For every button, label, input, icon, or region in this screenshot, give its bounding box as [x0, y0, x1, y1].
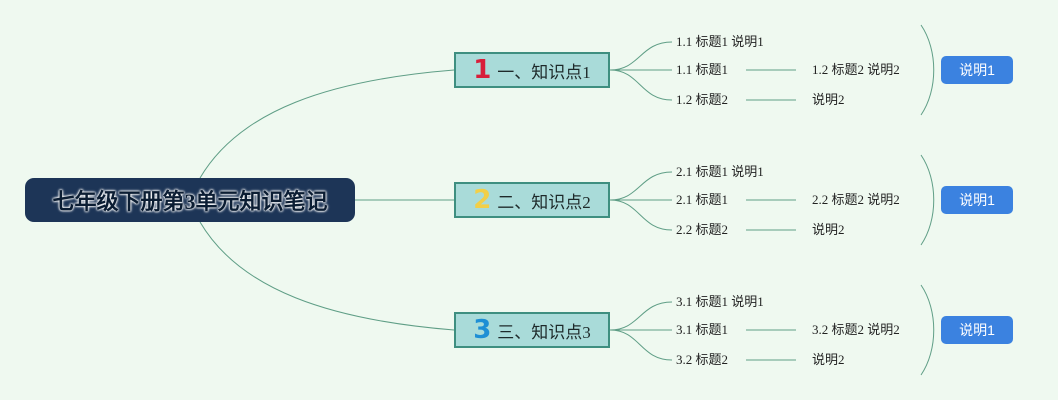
connector-root-topic1	[199, 69, 455, 179]
summary-label: 说明1	[959, 192, 995, 208]
topic1-item-1[interactable]: 1.1 标题1 说明1	[676, 34, 764, 49]
topic3-item-1[interactable]: 3.1 标题1 说明1	[676, 294, 764, 309]
topic-node-3[interactable]: 3 三、知识点3	[454, 312, 610, 348]
root-label: 七年级下册第3单元知识笔记	[52, 189, 328, 214]
topic1-summary-button[interactable]: 说明1	[941, 56, 1013, 84]
topic-label: 三、知识点3	[497, 322, 591, 342]
topic2-item-2[interactable]: 2.1 标题1	[676, 192, 729, 207]
topic1-subitem-1[interactable]: 1.2 标题2 说明2	[812, 62, 900, 77]
topic2-summary-button[interactable]: 说明1	[941, 186, 1013, 214]
topic-label: 二、知识点2	[497, 192, 591, 212]
topic2-item-3[interactable]: 2.2 标题2	[676, 222, 729, 237]
topic-node-2[interactable]: 2 二、知识点2	[454, 182, 610, 218]
topic-node-1[interactable]: 1 一、知识点1	[454, 52, 610, 88]
number-1-icon: 1	[473, 55, 492, 85]
topic3-summary-button[interactable]: 说明1	[941, 316, 1013, 344]
root-node[interactable]: 七年级下册第3单元知识笔记	[25, 178, 355, 222]
topic1-subitem-2[interactable]: 说明2	[812, 92, 845, 107]
topic3-item-2[interactable]: 3.1 标题1	[676, 322, 729, 337]
topic-label: 一、知识点1	[497, 62, 591, 82]
topic2-subitem-1[interactable]: 2.2 标题2 说明2	[812, 192, 900, 207]
connector-root-topic3	[199, 221, 455, 331]
topic2-subitem-2[interactable]: 说明2	[812, 222, 845, 237]
summary-label: 说明1	[959, 62, 995, 78]
topic3-item-3[interactable]: 3.2 标题2	[676, 352, 729, 367]
topic3-subitem-2[interactable]: 说明2	[812, 352, 845, 367]
topic1-item-2[interactable]: 1.1 标题1	[676, 62, 729, 77]
topic2-item-1[interactable]: 2.1 标题1 说明1	[676, 164, 764, 179]
number-2-icon: 2	[473, 185, 492, 215]
topic1-item-3[interactable]: 1.2 标题2	[676, 92, 729, 107]
topic3-subitem-1[interactable]: 3.2 标题2 说明2	[812, 322, 900, 337]
number-3-icon: 3	[473, 315, 492, 345]
summary-label: 说明1	[959, 322, 995, 338]
